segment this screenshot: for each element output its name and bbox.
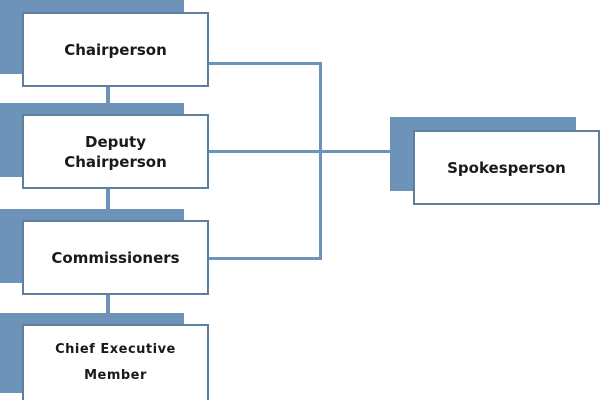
connector-trunk-spokesperson — [319, 150, 415, 153]
deputy-chairperson-box: Deputy Chairperson — [22, 114, 209, 189]
deputy-label-line2: Chairperson — [64, 152, 167, 171]
spokesperson-box: Spokesperson — [413, 130, 600, 205]
commissioners-label: Commissioners — [51, 248, 180, 267]
connector-chair-branch — [208, 62, 322, 65]
connector-commissioners-branch — [208, 257, 322, 260]
connector-commissioners-chief — [106, 293, 110, 325]
deputy-label-line1: Deputy — [85, 132, 146, 151]
chief-executive-member-box: Chief Executive Member — [22, 324, 209, 400]
connector-deputy-commissioners — [106, 187, 110, 221]
connector-chair-deputy — [106, 85, 110, 115]
commissioners-box: Commissioners — [22, 220, 209, 295]
chief-label-line2: Member — [84, 368, 147, 383]
spokesperson-label: Spokesperson — [447, 158, 566, 177]
chief-label-line1: Chief Executive — [55, 342, 176, 357]
chairperson-label: Chairperson — [64, 40, 167, 59]
chairperson-box: Chairperson — [22, 12, 209, 87]
connector-deputy-branch — [208, 150, 322, 153]
connector-vertical-trunk — [319, 62, 322, 260]
